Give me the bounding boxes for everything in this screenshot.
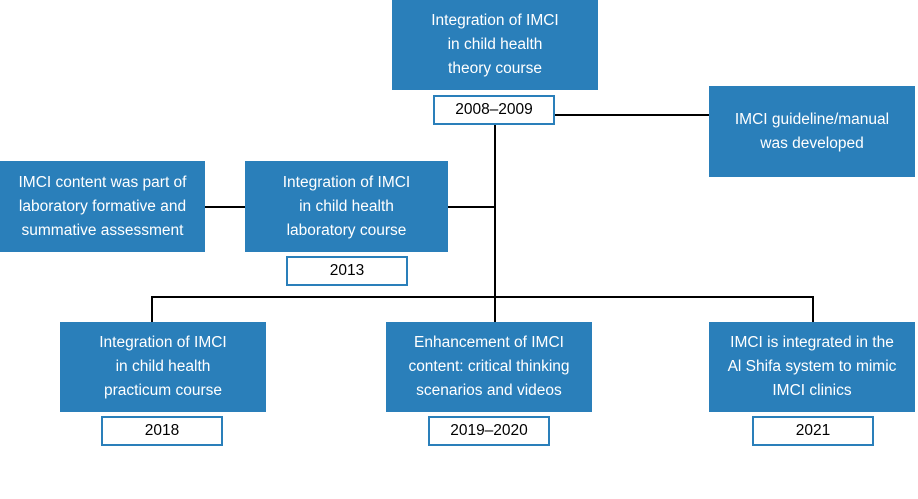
node-theory-course: Integration of IMCI in child health theo… <box>392 0 598 90</box>
node-enhancement-line-1: Enhancement of IMCI <box>414 334 564 351</box>
node-practicum-line-2: in child health <box>115 358 211 375</box>
node-alshifa-integration: IMCI is integrated in the Al Shifa syste… <box>709 322 915 412</box>
connector-assessment-to-laboratory <box>205 206 245 208</box>
node-assessment-line-1: IMCI content was part of <box>18 173 187 191</box>
node-guideline-line-1: IMCI guideline/manual <box>734 110 890 128</box>
year-badge-alshifa: 2021 <box>752 416 874 446</box>
node-theory-line-2: in child health <box>447 36 543 53</box>
connector-trunk-vertical <box>494 125 496 297</box>
node-laboratory-assessment: IMCI content was part of laboratory form… <box>0 161 205 252</box>
node-laboratory-line-1: Integration of IMCI <box>282 173 411 191</box>
node-theory-line-3: theory course <box>448 60 542 77</box>
node-alshifa-line-2: Al Shifa system to mimic <box>727 358 897 375</box>
year-badge-enhancement: 2019–2020 <box>428 416 550 446</box>
node-practicum-line-1: Integration of IMCI <box>99 334 227 351</box>
node-assessment-line-3: summative assessment <box>21 221 184 239</box>
node-assessment-line-2: laboratory formative and <box>18 197 187 215</box>
node-practicum-line-3: practicum course <box>103 382 222 399</box>
connector-to-practicum <box>151 296 153 322</box>
year-badge-laboratory: 2013 <box>286 256 408 286</box>
year-badge-theory: 2008–2009 <box>433 95 555 125</box>
connector-to-guideline <box>555 114 709 116</box>
year-badge-practicum: 2018 <box>101 416 223 446</box>
node-guideline-developed: IMCI guideline/manual was developed <box>709 86 915 177</box>
node-enhancement-line-2: content: critical thinking <box>408 358 570 375</box>
node-guideline-line-2: was developed <box>760 134 864 152</box>
connector-to-enhancement <box>494 296 496 322</box>
node-alshifa-line-1: IMCI is integrated in the <box>730 334 894 351</box>
node-laboratory-line-3: laboratory course <box>286 221 407 239</box>
node-practicum-course: Integration of IMCI in child health prac… <box>60 322 266 412</box>
node-alshifa-line-3: IMCI clinics <box>772 382 852 399</box>
connector-laboratory-to-trunk <box>448 206 495 208</box>
node-laboratory-line-2: in child health <box>299 197 394 215</box>
node-laboratory-course: Integration of IMCI in child health labo… <box>245 161 448 252</box>
node-theory-line-1: Integration of IMCI <box>431 12 559 29</box>
connector-to-alshifa <box>812 296 814 322</box>
node-content-enhancement: Enhancement of IMCI content: critical th… <box>386 322 592 412</box>
node-enhancement-line-3: scenarios and videos <box>416 382 562 399</box>
connector-bottom-horizontal <box>151 296 814 298</box>
